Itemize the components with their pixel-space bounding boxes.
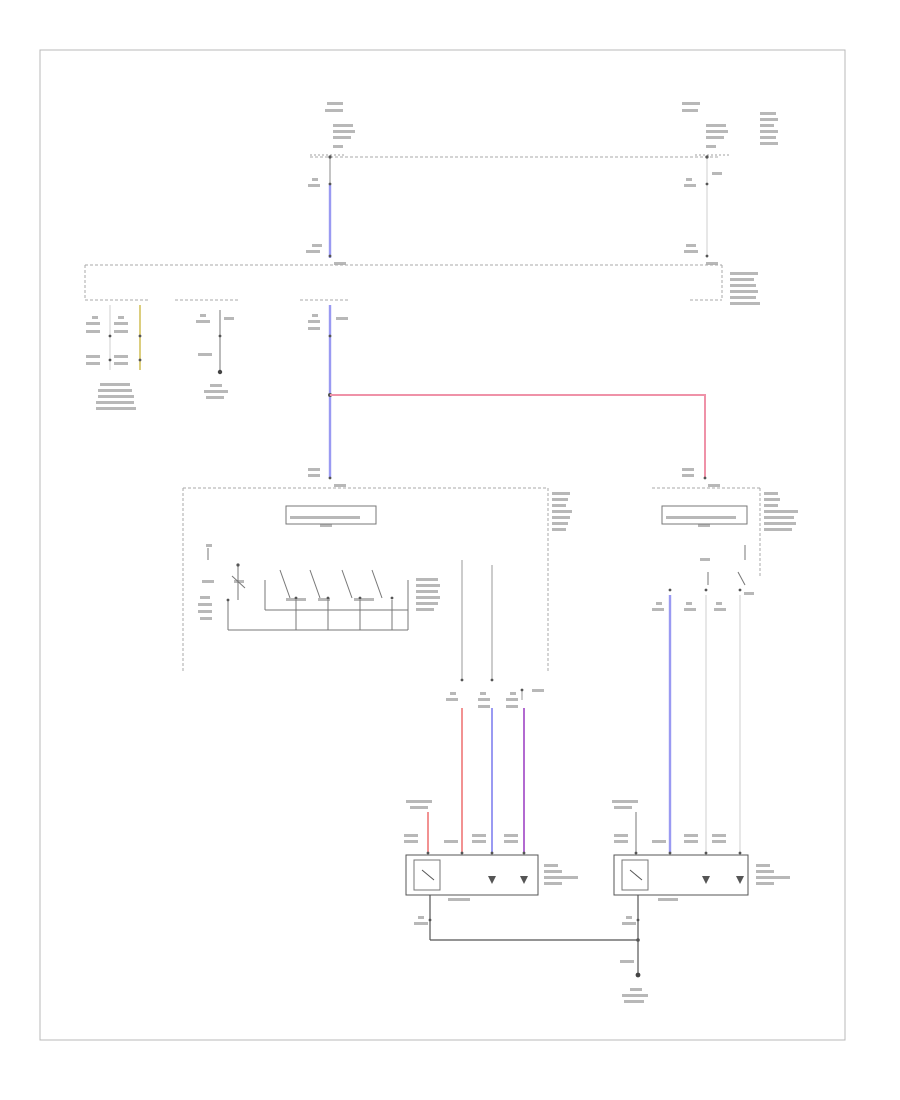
ground-connector-group xyxy=(108,305,142,370)
right-mirror-switch-housing xyxy=(652,487,761,578)
fuse-hot-at-all-times xyxy=(310,154,345,156)
ground-point xyxy=(635,972,641,978)
right-switch-inner-box xyxy=(661,505,748,525)
ground-g1 xyxy=(217,310,223,375)
ground-return xyxy=(429,895,639,975)
left-switch-inner-box xyxy=(285,505,377,525)
right-outside-mirror xyxy=(613,812,749,896)
left-switch-terminals xyxy=(226,563,394,602)
left-outside-mirror xyxy=(405,812,539,896)
left-switch-contacts xyxy=(207,548,409,631)
left-mirror-switch-housing xyxy=(182,487,549,672)
label-blocks xyxy=(86,102,798,1003)
wire-branch-to-right-switch xyxy=(330,394,706,478)
diagram-border xyxy=(39,49,846,1041)
